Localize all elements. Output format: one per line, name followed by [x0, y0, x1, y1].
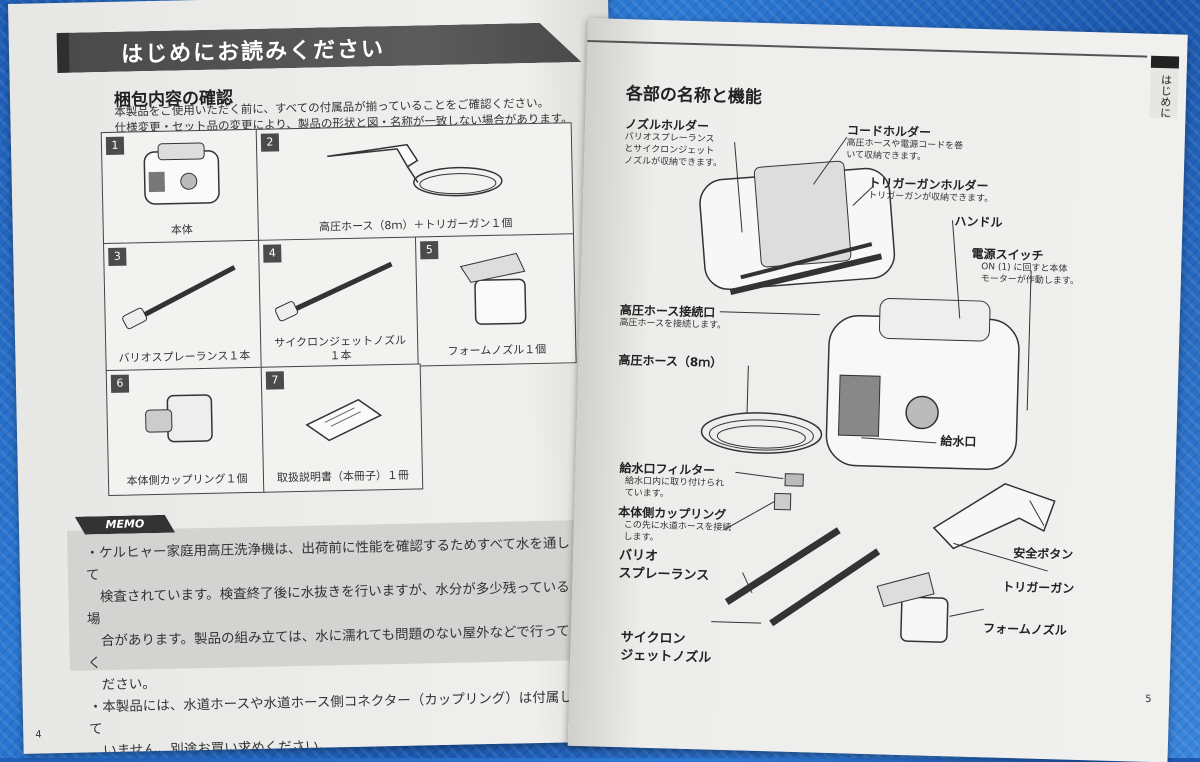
left-page: はじめにお読みください 梱包内容の確認 本製品をご使用いただく前に、すべての付属… [8, 0, 624, 754]
hose-trigger-gun-illustration [327, 143, 503, 197]
item-caption: 本体 [170, 223, 193, 237]
item-number: 1 [105, 136, 125, 155]
page-number-right: 5 [1145, 693, 1152, 705]
page-number-left: 4 [35, 729, 42, 741]
item-cell-6: 6 本体側カップリング１個 [105, 366, 267, 497]
item-number: 5 [420, 241, 439, 260]
parts-diagram [699, 136, 1056, 643]
label-safety-button: 安全ボタン [1013, 546, 1074, 562]
label-handle: ハンドル [954, 214, 1003, 230]
banner: はじめにお読みください [69, 22, 582, 73]
item-number: 6 [110, 374, 130, 393]
item-cell-5: 5 フォームノズル１個 [414, 233, 577, 367]
desc-inlet-filter: 給水口内に取り付けられ ています。 [624, 476, 725, 500]
cyclone-jet-nozzle-illustration [274, 261, 393, 322]
item-caption: フォームノズル１個 [447, 342, 547, 358]
item-caption: 取扱説明書（本冊子）１冊 [276, 468, 410, 485]
item-cell-4: 4 サイクロンジェットノズル １本 [257, 236, 421, 370]
label-trigger-gun: トリガーガン [1002, 579, 1075, 596]
label-vario-lance: バリオ スプレーランス [618, 548, 710, 584]
main-unit-illustration [143, 142, 220, 205]
label-hose: 高圧ホース（8ｍ） [618, 352, 723, 370]
item-cell-1: 1 本体 [100, 128, 262, 247]
desc-power-switch: ON (1) に回すと本体 モーターが作動します。 [980, 262, 1080, 287]
coupling-illustration [145, 394, 213, 443]
item-cell-2: 2 高圧ホース（8ｍ）＋トリガーガン１個 [255, 122, 574, 243]
item-cell-3: 3 バリオスプレーランス１本 [103, 239, 264, 374]
item-cell-7: 7 取扱説明書（本冊子）１冊 [260, 363, 424, 493]
foam-nozzle-illustration [459, 252, 527, 325]
item-caption: 本体側カップリング１個 [126, 472, 248, 488]
item-caption: サイクロンジェットノズル １本 [274, 333, 407, 363]
item-number: 7 [265, 371, 285, 390]
desc-cord-holder: 高圧ホースや電源コードを巻 いて収納できます。 [846, 138, 964, 163]
desc-nozzle-holder: バリオスプレーランス とサイクロンジェット ノズルが収納できます。 [623, 132, 723, 169]
memo-label: MEMO [75, 515, 175, 535]
item-number: 4 [263, 244, 282, 263]
item-caption: バリオスプレーランス１本 [118, 349, 251, 365]
banner-title: はじめにお読みください [120, 37, 386, 68]
item-number: 3 [108, 247, 127, 266]
manual-booklet-illustration [305, 398, 383, 442]
memo-box: ・ケルヒャー家庭用高圧洗浄機は、出荷前に性能を確認するためすべて水を通して 検査… [67, 519, 590, 754]
label-cyclone-nozzle: サイクロン ジェットノズル [619, 630, 712, 666]
memo-text: ・ケルヒャー家庭用高圧洗浄機は、出荷前に性能を確認するためすべて水を通して 検査… [85, 532, 579, 753]
right-page: はじめに 各部の名称と機能 [567, 18, 1188, 762]
label-water-inlet: 給水口 [940, 434, 977, 450]
vario-spray-lance-illustration [122, 265, 236, 330]
item-number: 2 [260, 133, 280, 152]
desc-coupling: この先に水道ホースを接続 します。 [623, 520, 732, 544]
label-foam-nozzle: フォームノズル [982, 621, 1067, 638]
package-contents-grid: 1 本体 2 高圧ホース（8ｍ）＋トリガーガン１個 3 [100, 122, 578, 497]
